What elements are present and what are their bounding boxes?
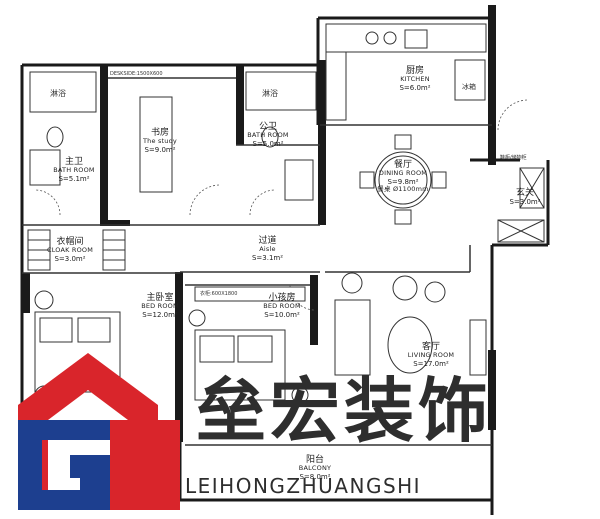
room-name-en: LIVING ROOM xyxy=(407,351,455,360)
room-name: 客厅 xyxy=(421,342,440,352)
room-name: 过道 xyxy=(258,236,277,246)
room-aisle: 过道 Aisle S=3.1m² xyxy=(240,236,295,262)
living-furniture xyxy=(334,272,487,376)
room-public-bath: 公卫 BATH ROOM S=5.0m² xyxy=(240,122,296,148)
room-name: 主卧室 xyxy=(146,293,174,303)
room-name-en: Aisle xyxy=(259,245,276,254)
room-dining: 餐厅 DINING ROOM S=9.8m² 餐桌 Ø1100mm xyxy=(368,160,438,193)
room-name: 餐厅 xyxy=(393,160,412,170)
dining-table xyxy=(359,134,447,225)
room-name: 主卫 xyxy=(64,157,83,167)
room-living: 客厅 LIVING ROOM S=17.0m² xyxy=(396,342,466,368)
interior-walls xyxy=(22,77,492,446)
shower-label: 淋浴 xyxy=(262,89,278,98)
room-name: 玄关 xyxy=(515,188,534,198)
room-master-bath: 主卫 BATH ROOM S=5.1m² xyxy=(44,157,104,183)
room-name: 阳台 xyxy=(305,455,324,465)
logo-roof xyxy=(18,353,158,510)
room-balcony: 阳台 BALCONY S=8.0m² xyxy=(290,455,340,481)
room-area: S=5.0m² xyxy=(252,139,284,148)
room-area: S=9.8m² xyxy=(387,177,419,186)
room-name-en: BATH ROOM xyxy=(247,131,289,140)
kitchen-counters xyxy=(325,23,487,121)
room-area: S=3.0m² xyxy=(509,198,541,207)
bath-fixtures xyxy=(29,71,317,201)
table-note: 餐桌 Ø1100mm xyxy=(377,184,429,193)
fridge-label: 冰箱 xyxy=(462,83,476,91)
room-name-en: BED ROOM xyxy=(141,302,179,311)
room-area: S=8.0m² xyxy=(299,472,331,481)
room-name: 小孩房 xyxy=(268,293,296,303)
room-name-en: BALCONY xyxy=(298,464,332,473)
room-kid-bed: 小孩房 BED ROOM S=10.0m² xyxy=(252,293,312,319)
logo-g-letter xyxy=(18,420,110,510)
room-name: 公卫 xyxy=(258,122,277,132)
room-area: S=9.0m² xyxy=(144,145,176,154)
room-area: S=6.0m² xyxy=(399,83,431,92)
desk-label: DESKSIDE:1500X600 xyxy=(110,71,163,77)
room-kitchen: 厨房 KITCHEN S=6.0m² xyxy=(385,66,445,92)
room-area: S=17.0m² xyxy=(413,359,449,368)
entry-cabinet xyxy=(497,167,545,243)
room-area: S=12.0m² xyxy=(142,310,178,319)
room-entry: 玄关 S=3.0m² xyxy=(500,188,550,206)
room-name-en: KITCHEN xyxy=(400,75,430,84)
room-name: 书房 xyxy=(150,128,169,138)
room-cloak: 衣帽间 CLOAK ROOM S=3.0m² xyxy=(40,237,100,263)
room-area: S=3.0m² xyxy=(54,254,86,263)
room-area: S=3.1m² xyxy=(251,253,284,262)
cloak-wardrobes xyxy=(27,229,126,271)
room-area: S=10.0m² xyxy=(264,310,300,319)
room-name-en: BED ROOM xyxy=(263,302,301,311)
wardrobe-label: 衣柜:600X1800 xyxy=(200,291,238,297)
room-name-en: BATH ROOM xyxy=(53,166,95,175)
room-name-en: CLOAK ROOM xyxy=(46,246,94,255)
brand-title: 垒宏装饰 xyxy=(196,370,492,452)
room-area: S=5.1m² xyxy=(58,174,90,183)
room-name: 厨房 xyxy=(405,66,424,76)
room-study: 书房 The study S=9.0m² xyxy=(130,128,190,154)
room-name: 衣帽间 xyxy=(56,237,84,247)
room-name-en: DINING ROOM xyxy=(378,169,428,178)
brand-subtitle: LEIHONGZHUANGSHI xyxy=(185,474,422,498)
shower-label: 淋浴 xyxy=(50,89,66,98)
shoe-cabinet-label: 鞋柜/储物柜 xyxy=(500,155,527,161)
room-master-bed: 主卧室 BED ROOM S=12.0m² xyxy=(130,293,190,319)
room-name-en: The study xyxy=(143,137,177,146)
logo-h-letter xyxy=(110,420,180,510)
